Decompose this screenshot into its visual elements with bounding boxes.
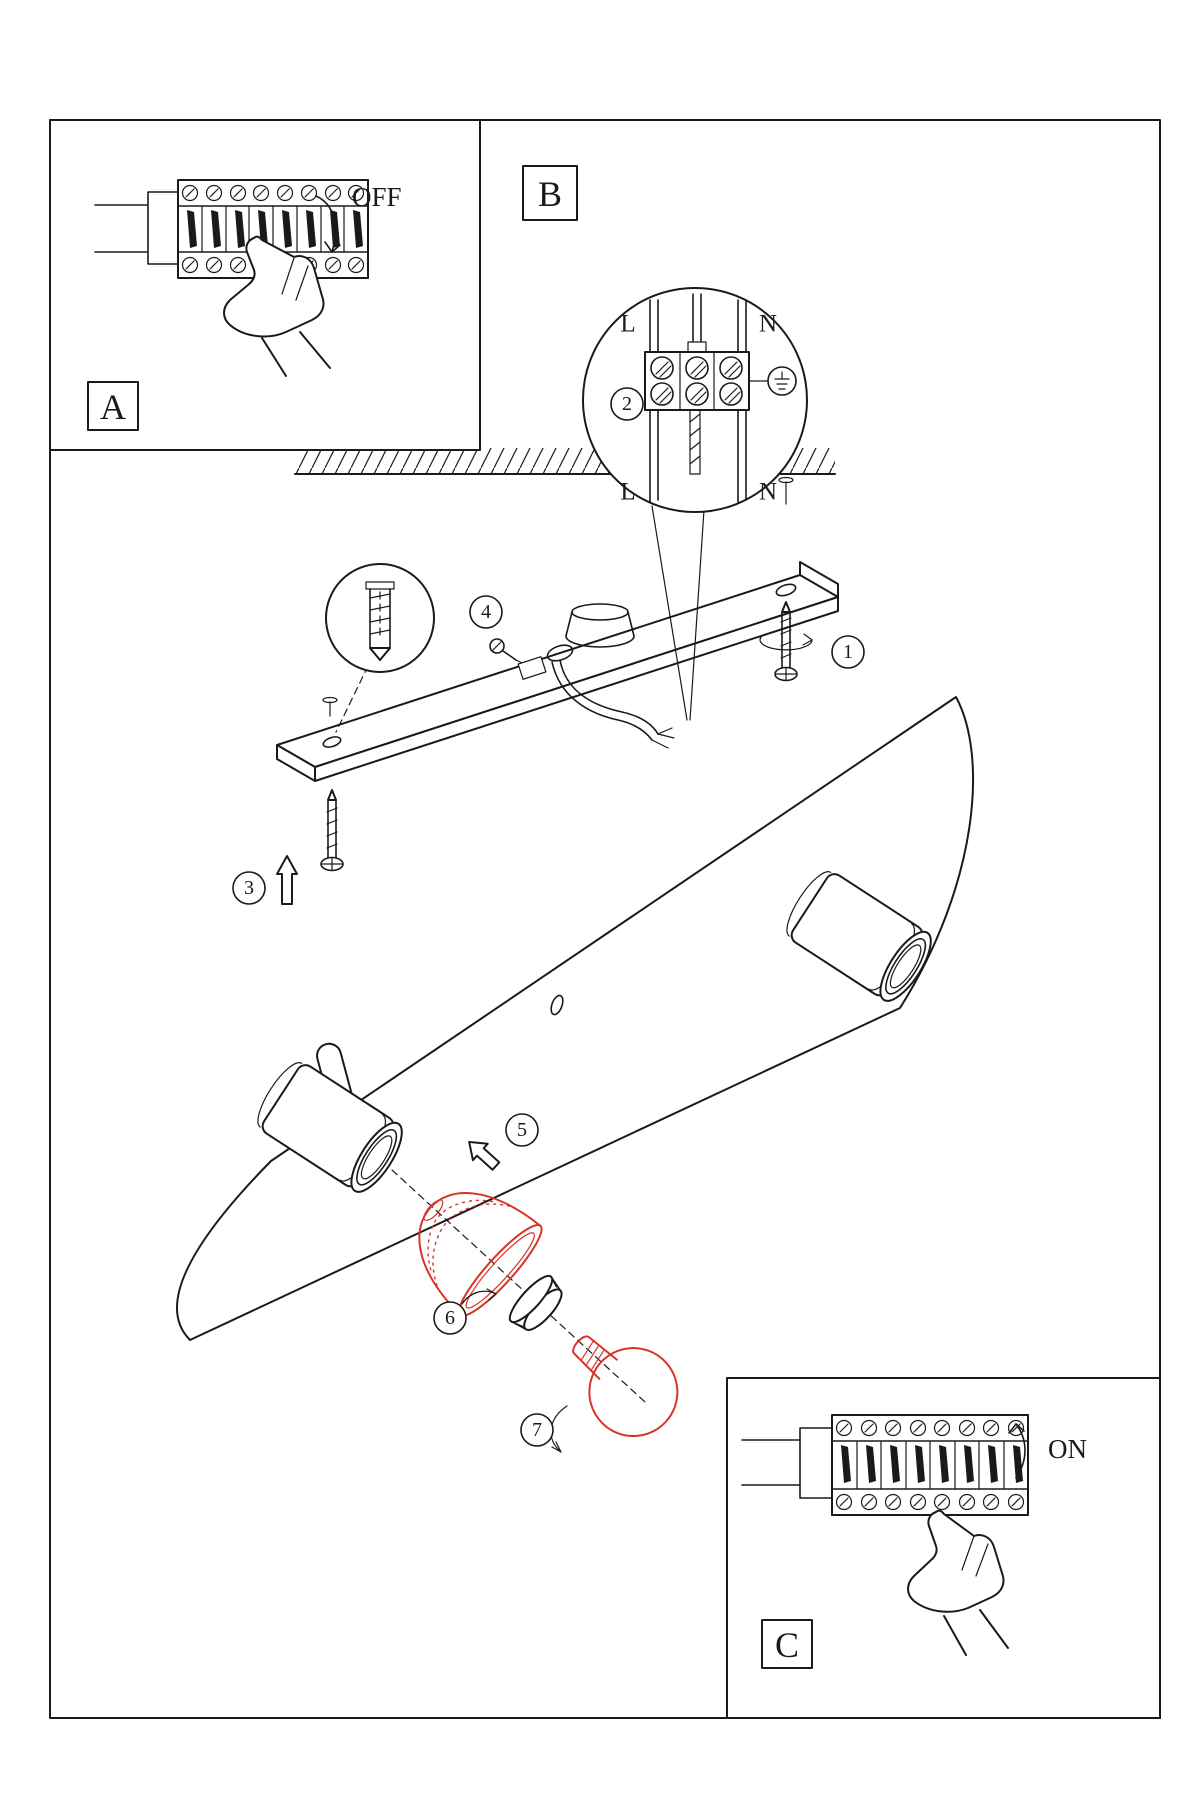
neutral-label-bottom: N xyxy=(759,479,777,506)
step-2-callout: 2 xyxy=(610,387,644,421)
screw-step4-icon xyxy=(489,638,547,680)
step-1-number: 1 xyxy=(843,641,853,663)
neutral-label-top: N xyxy=(759,311,777,338)
screw-step3-icon xyxy=(320,696,344,872)
breaker-c xyxy=(741,1414,1029,1516)
fixture-bar xyxy=(176,696,974,1341)
label-b: B xyxy=(538,174,562,214)
light-bulb xyxy=(572,1335,679,1438)
mounting-bracket: 1 3 xyxy=(232,476,865,905)
spotlight-right xyxy=(786,871,932,1002)
on-label: ON xyxy=(1048,1434,1087,1464)
step-4-callout: 4 xyxy=(469,595,503,629)
spotlight-left xyxy=(257,1062,403,1193)
bracket-hole-left xyxy=(322,736,342,748)
page-frame xyxy=(49,119,1161,1719)
panel-c-label-box: C xyxy=(761,1619,813,1669)
wallplug-inset xyxy=(325,563,435,733)
step-1-callout: 1 xyxy=(831,635,865,669)
label-b-box: B xyxy=(522,165,578,221)
panel-c: ON C xyxy=(726,1377,1161,1719)
mains-cable-icon xyxy=(551,659,675,749)
collar-ring xyxy=(508,1274,563,1331)
bracket-keyhole-right xyxy=(775,583,797,597)
step-7-number: 7 xyxy=(532,1419,542,1441)
step-6-number: 6 xyxy=(445,1307,455,1329)
live-label-bottom: L xyxy=(620,479,635,506)
rotate-arrow-icon xyxy=(759,633,813,651)
live-label-top: L xyxy=(620,311,635,338)
twist-arrow-step6-icon xyxy=(461,1288,497,1305)
hand-on-icon xyxy=(907,1509,1009,1656)
step-5-callout: 5 xyxy=(505,1113,539,1147)
rotate-on-arrow-icon xyxy=(1008,1423,1026,1479)
panel-a-label-box: A xyxy=(87,381,139,431)
panel-a: OFF A xyxy=(49,119,481,451)
panel-a-label: A xyxy=(100,387,126,427)
assembly-axis xyxy=(391,1169,646,1403)
fixture-slot xyxy=(550,994,564,1016)
earth-wire-striped xyxy=(689,409,701,475)
lamp-assembly: 5 6 7 xyxy=(391,1113,679,1453)
up-arrow-icon xyxy=(276,855,298,905)
rotate-off-arrow-icon xyxy=(315,195,341,253)
bracket-clip xyxy=(517,656,547,680)
step-3-number: 3 xyxy=(244,877,254,899)
step-7-callout: 7 xyxy=(520,1413,554,1447)
canopy-cup xyxy=(565,603,635,648)
earth-terminal-icon xyxy=(748,366,797,396)
step-6-callout: 6 xyxy=(433,1301,467,1335)
step-3-callout: 3 xyxy=(232,871,266,905)
wallplug-icon xyxy=(365,581,395,661)
hand-off-icon xyxy=(223,235,331,377)
panel-c-label: C xyxy=(775,1625,799,1665)
step-4-number: 4 xyxy=(481,601,491,623)
step-5-number: 5 xyxy=(517,1119,527,1141)
terminal-block xyxy=(644,341,750,411)
fixture-body xyxy=(176,696,974,1341)
terminal-inset: L N L N 2 xyxy=(582,287,808,721)
step-2-number: 2 xyxy=(622,393,632,415)
screw-step1-icon xyxy=(774,476,798,682)
off-label: OFF xyxy=(352,182,402,212)
lamp-shade xyxy=(418,1192,543,1317)
cable-grommet xyxy=(546,644,574,662)
remove-arrow-icon xyxy=(468,1140,501,1171)
